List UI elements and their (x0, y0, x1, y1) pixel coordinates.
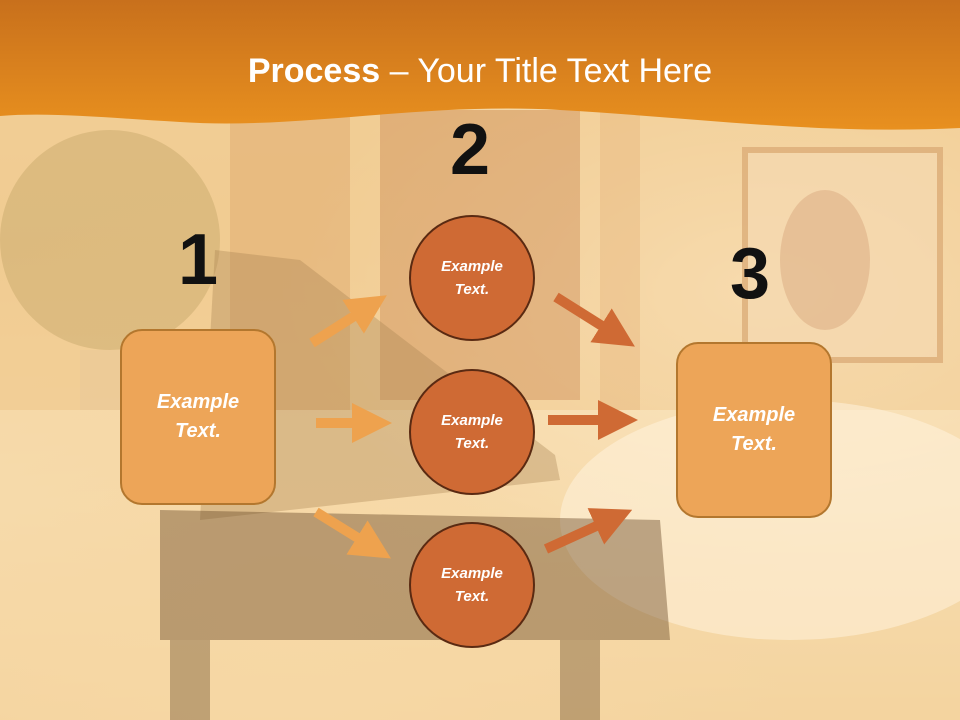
slide-title: Process – Your Title Text Here (0, 52, 960, 91)
circle-1[interactable]: Example Text. (409, 215, 535, 341)
circle-1-text: Example Text. (441, 258, 503, 298)
input-box[interactable]: Example Text. (120, 329, 276, 505)
title-rest-part: – Your Title Text Here (380, 52, 713, 90)
step-number-3: 3 (730, 234, 771, 314)
circle-2[interactable]: Example Text. (409, 369, 535, 495)
title-bold-part: Process (247, 52, 381, 90)
circle-3[interactable]: Example Text. (409, 522, 535, 648)
circle-3-text: Example Text. (441, 565, 503, 605)
step-number-1: 1 (178, 220, 219, 300)
circle-2-text: Example Text. (441, 412, 503, 452)
output-box-text: Example Text. (712, 404, 796, 455)
header-band (0, 0, 960, 130)
step-number-2: 2 (450, 110, 491, 190)
output-box[interactable]: Example Text. (676, 342, 832, 518)
input-box-text: Example Text. (156, 391, 240, 442)
